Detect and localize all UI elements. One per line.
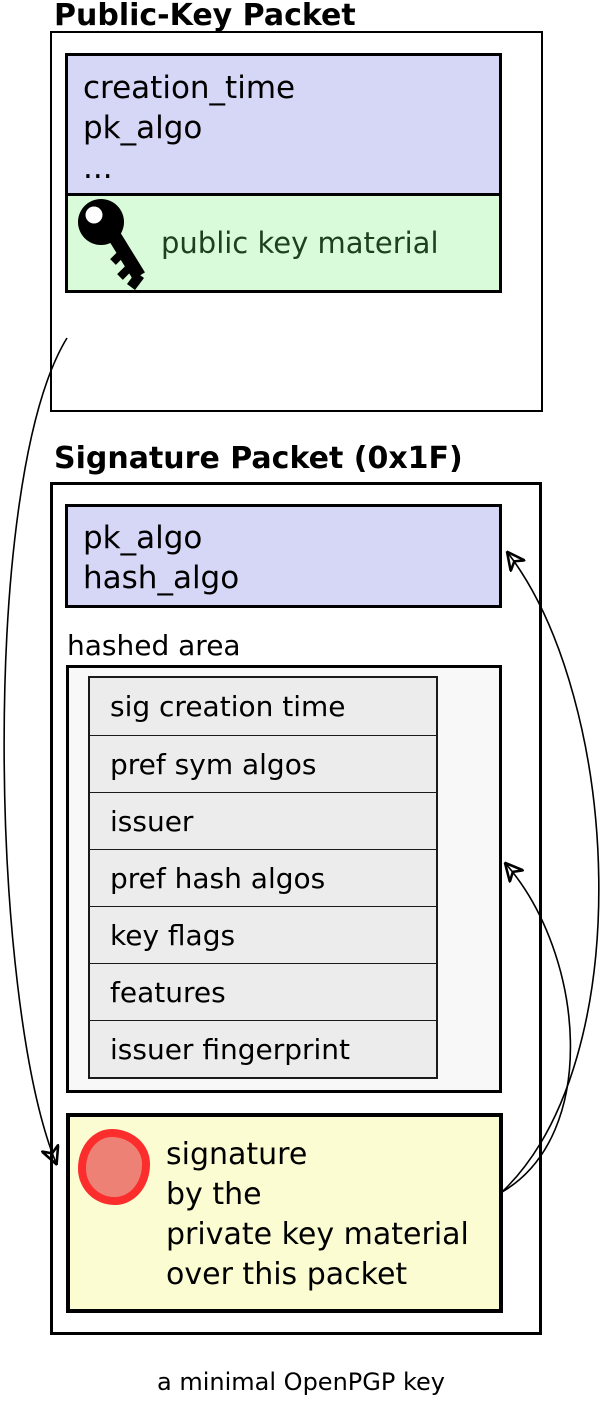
subpacket-table: sig creation time pref sym algos issuer … — [88, 676, 438, 1079]
signature-line: private key material — [166, 1217, 469, 1252]
signature-value-box: signature by the private key material ov… — [66, 1113, 503, 1313]
signature-line: over this packet — [166, 1257, 408, 1292]
key-icon — [75, 196, 147, 290]
hashed-area-label: hashed area — [67, 629, 241, 662]
signature-packet-title: Signature Packet (0x1F) — [54, 441, 463, 476]
field-hash-algo: hash_algo — [83, 560, 240, 596]
subpacket-row: pref sym algos — [90, 735, 436, 792]
subpacket-row: features — [90, 963, 436, 1020]
field-pk-algo: pk_algo — [83, 110, 203, 146]
subpacket-row: key flags — [90, 906, 436, 963]
signature-line: by the — [166, 1177, 262, 1212]
diagram-caption: a minimal OpenPGP key — [157, 1368, 445, 1396]
signature-line: signature — [166, 1137, 308, 1172]
seal-icon — [78, 1129, 150, 1205]
field-creation-time: creation_time — [83, 70, 296, 106]
signature-fields-box: pk_algo hash_algo — [65, 504, 502, 608]
public-key-packet-title: Public-Key Packet — [54, 0, 356, 33]
subpacket-row: pref hash algos — [90, 849, 436, 906]
subpacket-row: sig creation time — [90, 678, 436, 735]
field-ellipsis: ... — [83, 150, 113, 186]
public-key-fields-box: creation_time pk_algo ... — [68, 56, 499, 193]
public-key-material-box: public key material — [68, 193, 499, 290]
public-key-material-label: public key material — [161, 226, 439, 260]
field-pk-algo: pk_algo — [83, 520, 203, 556]
subpacket-row: issuer fingerprint — [90, 1020, 436, 1077]
signature-description: signature by the private key material ov… — [166, 1135, 469, 1295]
subpacket-row: issuer — [90, 792, 436, 849]
public-key-packet-contents: creation_time pk_algo ... public key mat… — [65, 53, 502, 293]
